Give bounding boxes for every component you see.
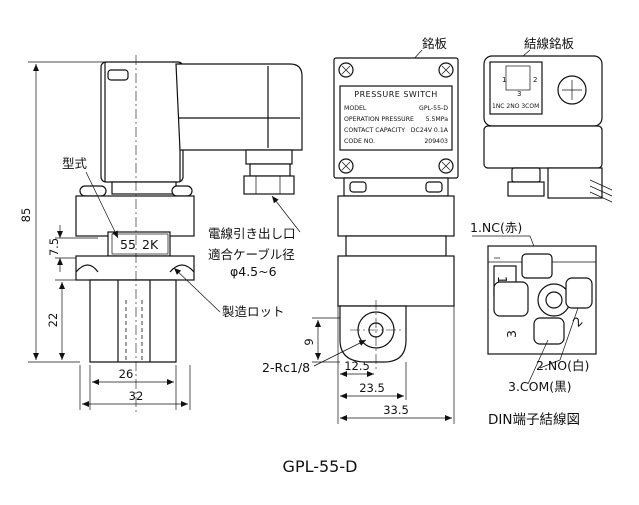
wiring-1: 1 — [502, 76, 506, 84]
plate-row-key: CONTACT CAPACITY — [344, 127, 405, 134]
label-no: 2.NO(白) — [536, 358, 589, 373]
plate-row-value: GPL-55-D — [419, 105, 448, 112]
wiring-2: 2 — [533, 76, 537, 84]
label-nameplate: 銘板 — [422, 36, 448, 51]
drawing-title: GPL-55-D — [283, 457, 358, 476]
nameplate-rows: MODEL GPL-55-D OPERATION PRESSURE 5.5MPaCON… — [344, 105, 449, 145]
label-lot: 製造ロット — [222, 304, 285, 319]
dim-26: 26 — [119, 367, 134, 381]
dim-32: 32 — [129, 389, 144, 403]
label-cable-outlet: 電線引き出し口 — [208, 226, 296, 241]
dim-9: 9 — [302, 338, 316, 345]
din-term-1: 1 — [495, 276, 510, 284]
plate-row-value: DC24V 0.1A — [411, 127, 449, 134]
label-wiring-plate: 結線銘板 — [524, 36, 575, 51]
plate-row-key: OPERATION PRESSURE — [344, 116, 414, 123]
marking-55: 55 — [120, 237, 136, 252]
din-term-3: 3 — [504, 330, 519, 338]
plate-row-value: 209403 — [424, 138, 448, 145]
wiring-3: 3 — [517, 90, 521, 98]
din-caption: DIN端子結線図 — [488, 412, 580, 428]
plate-title: PRESSURE SWITCH — [354, 90, 437, 99]
plate-row-key: MODEL — [344, 105, 367, 112]
dim-height-85: 85 — [19, 208, 33, 223]
right-view: 結線銘板 1 2 3 1NC 2NO 3COM — [483, 36, 613, 203]
label-cable-range: φ4.5~6 — [230, 264, 277, 279]
dim-12-5: 12.5 — [344, 359, 370, 373]
dim-33-5: 33.5 — [383, 403, 409, 417]
dim-23-5: 23.5 — [359, 381, 385, 395]
label-com: 3.COM(黒) — [508, 379, 572, 394]
plate-row-value: 5.5MPa — [426, 116, 449, 123]
marking-2k: 2K — [142, 237, 159, 252]
dim-22: 22 — [46, 313, 60, 328]
label-port: 2-Rc1/8 — [262, 360, 310, 375]
label-model: 型式 — [62, 156, 88, 171]
plate-row-key: CODE NO. — [344, 138, 375, 145]
din-terminal-diagram: 1.NC(赤) 1 3 2 2.NO(白) 3.COM(黒) DIN端子結線図 — [470, 220, 597, 428]
label-cable-diameter: 適合ケーブル径 — [208, 247, 295, 262]
screw-icon — [338, 62, 454, 174]
dim-7-5: 7.5 — [47, 238, 61, 256]
side-view: 85 7.5 22 55 2K — [19, 55, 303, 415]
front-view: 銘板 PRESSURE SWITCH MODEL GPL-55-D OPERATIO… — [262, 36, 459, 424]
wiring-terms: 1NC 2NO 3COM — [492, 103, 539, 110]
label-nc: 1.NC(赤) — [470, 220, 522, 235]
